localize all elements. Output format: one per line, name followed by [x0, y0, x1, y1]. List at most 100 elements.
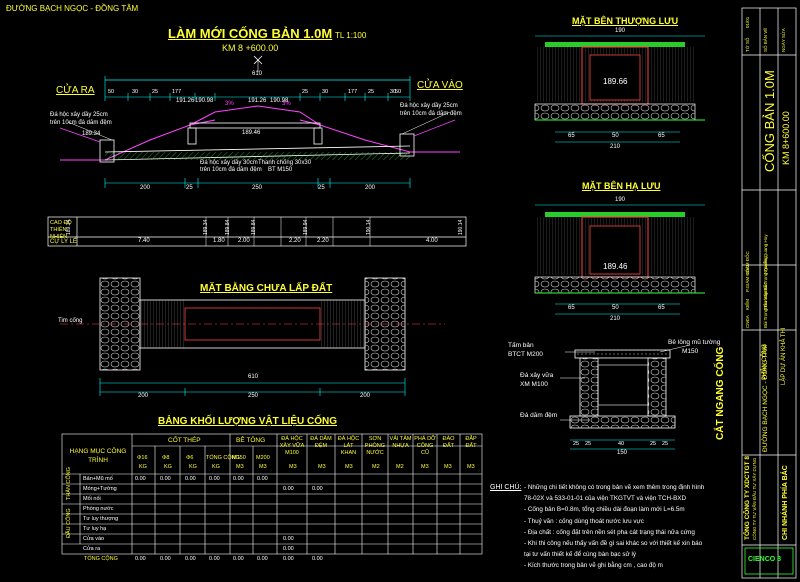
col-concrete: BÊ TÔNG — [236, 437, 266, 444]
base-label: Đá dăm đệm — [520, 412, 558, 419]
note-left-2: trên 10cm đá dăm đệm — [50, 120, 112, 126]
slab-label: Tấm bản — [508, 342, 534, 349]
table-cell: 0.00 — [185, 476, 196, 482]
note-line: - Thuỷ văn : cống dùng thoát nước lưu vự… — [524, 517, 644, 525]
elev-mid: 189.46 — [242, 130, 261, 136]
col-rebar: CỐT THÉP — [168, 437, 201, 444]
note-right: Đá hộc xây dầy 25cm — [400, 103, 458, 109]
unit-cell: M2 — [396, 464, 404, 470]
tb-stage-2: LẬP DỰ ÁN KHẢ THI — [781, 327, 787, 385]
cross-dim: 25 — [573, 441, 580, 447]
top-dim: 25 — [152, 89, 159, 95]
table-row-label: Móng+Tường — [83, 486, 117, 492]
table-cell: 0.00 — [135, 476, 146, 482]
unit-cell: KG — [189, 464, 197, 470]
table-cell: 0.00 — [257, 476, 268, 482]
table-cell: 0.00 — [283, 546, 294, 552]
plan-title: MẶT BẰNG CHƯA LẤP ĐẤT — [200, 283, 333, 294]
unit-cell: M3 — [259, 464, 267, 470]
sub-header: Φ16 — [137, 455, 148, 461]
unit-cell: M3 — [318, 464, 326, 470]
group-body: THÂN CỐNG — [66, 467, 72, 500]
col-dig: ĐÀO ĐẤT — [442, 436, 455, 449]
table-cell: 0.00 — [312, 486, 323, 492]
drawing-title: LÀM MỚI CỐNG BẢN 1.0M — [168, 26, 333, 41]
upstream-top-dim: 190 — [615, 28, 626, 34]
cross-dim: 40 — [618, 441, 625, 447]
profile-elevation: 189.34 — [66, 219, 72, 235]
elev-top-l2: 190.98 — [195, 98, 214, 104]
upstream-title: MẶT BÊN THƯỢNG LƯU — [572, 16, 679, 26]
bottom-dim: 200 — [365, 185, 376, 191]
table-cell: 0.00 — [283, 486, 294, 492]
table-cell: 0.00 — [185, 556, 196, 562]
hb-label: Bê lông mũ tường — [668, 339, 721, 346]
top-dim: 30 — [390, 89, 397, 95]
cross-dim: 25 — [585, 441, 592, 447]
unit-cell: KG — [164, 464, 172, 470]
elev-top-r2: 190.98 — [270, 98, 289, 104]
profile-distance: 7.40 — [138, 238, 150, 244]
top-dim: 177 — [348, 89, 358, 95]
tb-company: TỔNG CÔNG TY XDCTGT 8 — [744, 455, 751, 540]
profile-elevation: 189.84 — [251, 219, 257, 235]
col-item: HẠNG MỤC CÔNG TRÌNH — [69, 448, 127, 464]
unit-cell: M3 — [444, 464, 452, 470]
note-line: tại tư vấn thiết kế để cùng bàn bạc sử l… — [524, 551, 637, 559]
top-dim: 50 — [108, 89, 115, 95]
elevation-view — [59, 55, 460, 188]
hb-spec: M150 — [682, 348, 699, 355]
notes-heading: GHI CHÚ: — [490, 484, 522, 491]
cross-total: 150 — [617, 450, 628, 456]
table-row-label: Cửa ra — [83, 546, 101, 552]
unit-cell: KG — [212, 464, 220, 470]
note-tie-2: BT M150 — [268, 167, 293, 173]
inlet-label: CỬA VÀO — [417, 80, 463, 91]
table-row-label: Mối nối — [83, 496, 101, 502]
title-block-frame — [741, 7, 797, 579]
top-dim: 30 — [132, 89, 139, 95]
profile-distance: 2.00 — [238, 238, 250, 244]
outlet-label: CỬA RA — [56, 85, 95, 96]
table-row-label: Phòng nước — [83, 506, 114, 512]
slope-left: 3% — [225, 101, 234, 107]
drawing-scale: TL 1:100 — [335, 31, 367, 40]
upstream-dim: 65 — [568, 133, 575, 139]
tb-stage: PHẦN CỐNG — [762, 343, 768, 380]
company-logo — [744, 547, 794, 575]
profile-table-ticks — [205, 217, 371, 246]
downstream-elev: 189.46 — [603, 262, 628, 271]
table-row-label: Tư luy thượng — [83, 516, 119, 522]
elev-top-l: 191.26 — [176, 98, 195, 104]
table-row-label: Cửa vào — [83, 536, 105, 542]
upstream-view — [534, 35, 705, 143]
tb-branch: CHI NHÁNH PHÍA BẮC — [782, 465, 789, 540]
sub-header: M150 — [232, 455, 246, 461]
cross-dim: 25 — [650, 441, 657, 447]
table-cell: 0.00 — [283, 556, 294, 562]
top-dim: 177 — [172, 89, 182, 95]
quantity-table-grid — [61, 433, 483, 555]
downstream-top-dim: 190 — [615, 197, 626, 203]
upstream-total: 210 — [610, 144, 621, 150]
note-line: - Cống bản B=0.8m, tổng chiều dài đoạn l… — [524, 506, 685, 514]
unit-cell: M2 — [372, 464, 380, 470]
tb-sheet-label: NGÀY SỬA — [781, 28, 786, 52]
bottom-dim: 250 — [252, 185, 263, 191]
note-bottom-1: Đá hộc xây dầy 30cm — [200, 160, 258, 166]
downstream-title: MẶT BÊN HẠ LƯU — [582, 181, 661, 191]
col-paving: ĐÁ HỘC LÁT KHAN — [337, 436, 360, 456]
tb-company-2: CÔNG TY TƯ VẤN ĐẦU TƯ XÂY DỰNG — [752, 457, 757, 540]
table-cell: 0.00 — [233, 476, 244, 482]
group-head: ĐẦU CỐNG — [66, 508, 72, 538]
wall-label: Đá xây vữa — [520, 372, 554, 379]
profile-row1-label: CAO ĐỘ THIÊN NHIÊN — [50, 220, 72, 240]
sub-header: Φ8 — [162, 455, 170, 461]
note-bottom-2: trên 10cm đá dăm đệm — [200, 167, 262, 173]
col-paint: SƠN PHÒNG NƯỚC — [364, 436, 386, 456]
tb-name: Nguyễn Quang Huy — [763, 234, 768, 274]
note-right-2: trên 10cm đá dăm đệm — [400, 111, 462, 117]
table-cell: 0.00 — [135, 556, 146, 562]
unit-cell: M3 — [236, 464, 244, 470]
